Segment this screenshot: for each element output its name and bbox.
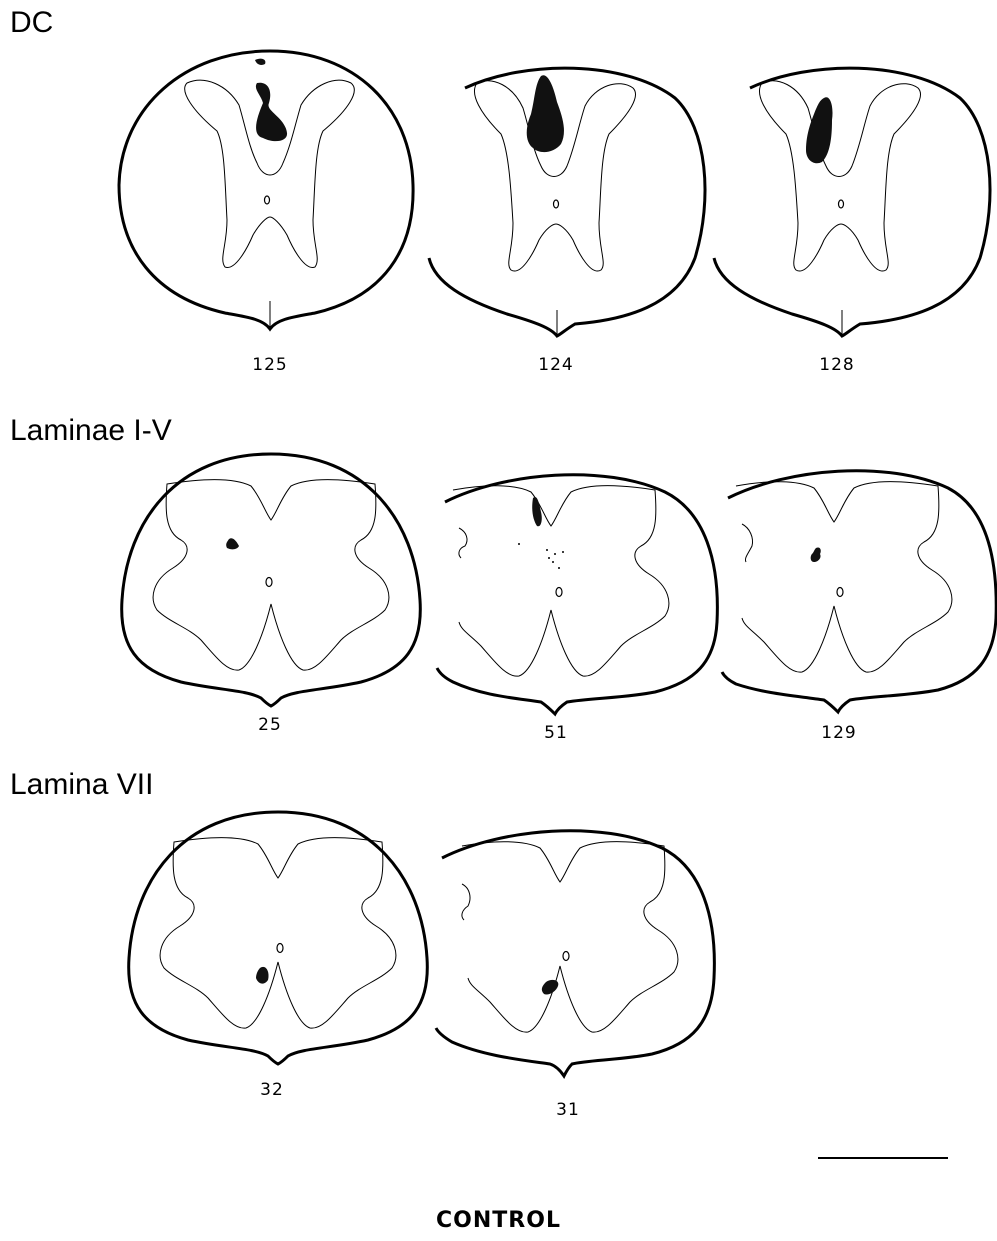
lesion bbox=[226, 538, 239, 549]
section-label: 125 bbox=[210, 355, 330, 375]
lesion bbox=[527, 75, 564, 152]
lesion bbox=[256, 83, 287, 141]
row-title-dc: DC bbox=[10, 6, 53, 40]
lesion bbox=[811, 547, 821, 562]
section-129 bbox=[718, 458, 997, 720]
section-124 bbox=[425, 58, 715, 343]
lesion bbox=[806, 97, 833, 163]
figure-footer-title: CONTROL bbox=[0, 1208, 997, 1233]
row-title-lamina-vii: Lamina VII bbox=[10, 768, 153, 802]
section-125 bbox=[115, 45, 425, 335]
lesion bbox=[256, 967, 269, 984]
section-51 bbox=[435, 462, 725, 722]
section-label: 129 bbox=[779, 723, 899, 743]
section-32 bbox=[122, 808, 434, 1070]
section-label: 25 bbox=[210, 715, 330, 735]
section-label: 51 bbox=[496, 723, 616, 743]
section-label: 128 bbox=[777, 355, 897, 375]
section-25 bbox=[115, 450, 427, 712]
section-31 bbox=[432, 818, 724, 1084]
section-label: 32 bbox=[212, 1080, 332, 1100]
section-label: 124 bbox=[496, 355, 616, 375]
section-128 bbox=[710, 58, 997, 343]
row-title-laminae-i-v: Laminae I-V bbox=[10, 414, 172, 448]
section-label: 31 bbox=[508, 1100, 628, 1120]
lesion bbox=[532, 497, 542, 526]
lesion bbox=[542, 980, 558, 995]
scale-bar bbox=[818, 1157, 948, 1159]
